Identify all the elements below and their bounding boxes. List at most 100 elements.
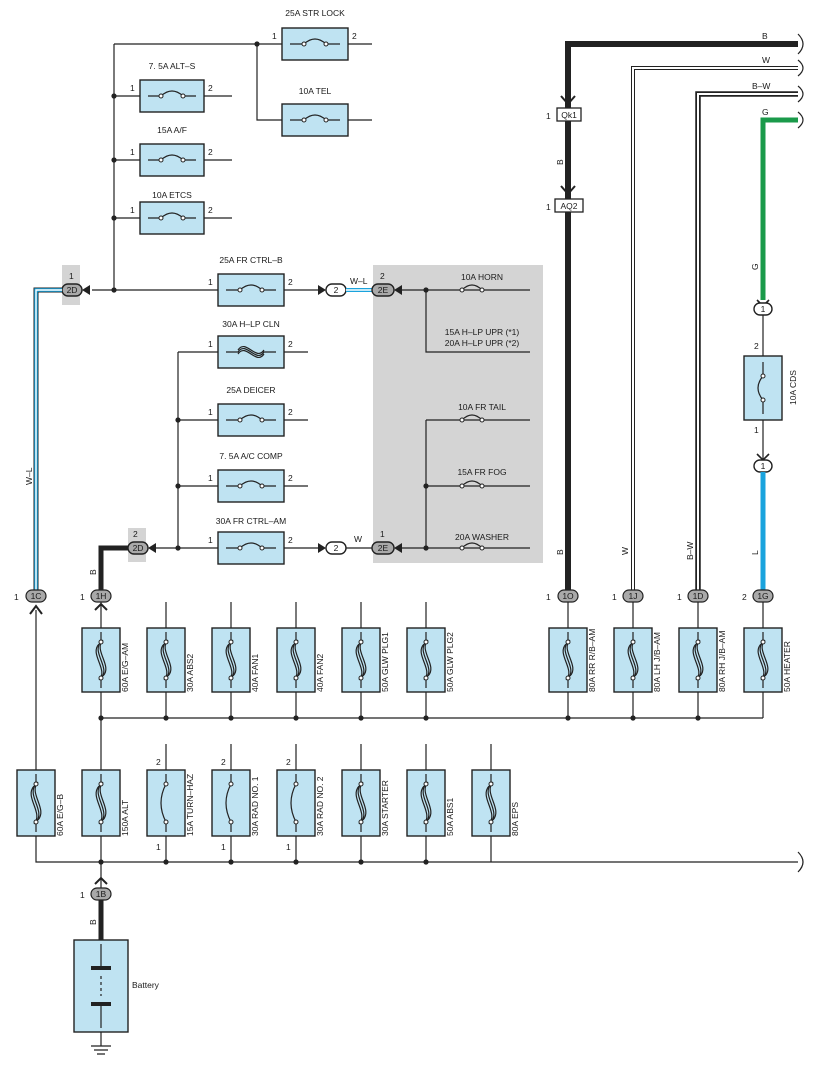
connector-label: 1H (96, 591, 107, 601)
fuse-label: 150A ALT (120, 800, 130, 836)
fuse-af: 15A A/F 1 2 (130, 125, 213, 177)
connector-label: 1O (562, 591, 574, 601)
wire-color-label: B (762, 31, 768, 41)
connector-label: 1D (693, 591, 704, 601)
fuse-etcs: 10A ETCS 1 2 (130, 190, 213, 235)
pin-label: 1 (130, 205, 135, 215)
pin-label: 2 (380, 271, 385, 281)
pin-label: 1 (208, 473, 213, 483)
fuse-row-1 (98, 602, 764, 721)
fuse-af-label: 15A A/F (157, 125, 187, 135)
vertical-fuse: 40A FAN1 (211, 627, 260, 693)
pin-label: 2 (288, 339, 293, 349)
pin-label: 1 (80, 592, 85, 602)
fuse-horn-label: 10A HORN (461, 272, 503, 282)
wire-b-1h: B (88, 545, 128, 590)
fuse-tel-label: 10A TEL (299, 86, 332, 96)
pin-label: 1 (208, 277, 213, 287)
fuse-h-lp-upr-1-label: 15A H–LP UPR (*1) (445, 327, 520, 337)
pin-label: 1 (546, 592, 551, 602)
pin-label: 1 (380, 529, 385, 539)
pin-label: 1 (221, 842, 226, 852)
fuse-ac-comp: 7. 5A A/C COMP 1 2 (208, 451, 293, 503)
wire-color-label: G (750, 263, 760, 270)
pin-label: 2 (754, 341, 759, 351)
battery-label: Battery (132, 980, 160, 990)
fuse-deicer: 25A DEICER 1 2 (208, 385, 293, 437)
wire-color-label: W (354, 534, 362, 544)
pin-label: 1 (546, 202, 551, 212)
vertical-fuse: 50A ABS1 (406, 769, 455, 837)
vertical-fuse: 50A GLW PLG2 (406, 627, 455, 693)
relay-block-fuses: 10A HORN 15A H–LP UPR (*1) 20A H–LP UPR … (402, 272, 530, 551)
pin-label: 1 (208, 407, 213, 417)
wire-color-label: L (750, 550, 760, 555)
fuse-label: 60A E/G–B (55, 794, 65, 836)
vertical-fuse: 40A FAN2 (276, 627, 325, 693)
fuse-label: 15A TURN–HAZ (185, 774, 195, 836)
pin-label: 2 (221, 757, 226, 767)
pin-label: 1 (208, 339, 213, 349)
wire-color-label: B (555, 549, 565, 555)
fuse-label: 30A ABS2 (185, 653, 195, 692)
connector-label: 2 (334, 543, 339, 553)
top-fuse-group: 25A STR LOCK 1 2 7. 5A ALT–S 1 2 10A TEL… (111, 8, 372, 290)
pin-label: 2 (208, 147, 213, 157)
fuse-label: 30A RAD NO. 2 (315, 776, 325, 836)
pin-label: 1 (80, 890, 85, 900)
connector-label: 2E (378, 543, 389, 553)
relay-block-area (373, 265, 543, 563)
vertical-fuse: 150A ALT (81, 769, 130, 837)
pin-label: 2 (286, 757, 291, 767)
wire-color-label: B–W (685, 542, 695, 560)
connector-label: 1G (757, 591, 768, 601)
fuse-label: 30A RAD NO. 1 (250, 776, 260, 836)
fuse-label: 80A RR R/B–AM (587, 629, 597, 692)
pin-label: 2 (288, 407, 293, 417)
vertical-fuse: 50A HEATER (743, 627, 792, 693)
pin-label: 1 (272, 31, 277, 41)
pin-label: 1 (754, 425, 759, 435)
pin-label: 2 (288, 473, 293, 483)
pin-label: 1 (286, 842, 291, 852)
wire-color-label: W–L (24, 467, 34, 485)
fuse-cds: 10A CDS 2 1 (743, 341, 798, 435)
wire-color-label: W–L (350, 276, 368, 286)
pin-label: 1 (14, 592, 19, 602)
pin-label: 1 (546, 111, 551, 121)
wire-color-label: B (555, 159, 565, 165)
connector-label: 1C (31, 591, 42, 601)
vertical-fuse: 30A STARTER (341, 769, 390, 837)
vertical-fuse: 80A LH J/B–AM (613, 627, 662, 693)
pin-label: 2 (156, 757, 161, 767)
wire-color-label: W (620, 547, 630, 555)
fuse-ac-comp-label: 7. 5A A/C COMP (219, 451, 283, 461)
vertical-fuse: 30A RAD NO. 2 (276, 769, 325, 837)
connector-label: 1J (629, 591, 638, 601)
fuse-label: 80A RH J/B–AM (717, 631, 727, 692)
connector-label: 2D (67, 285, 78, 295)
fuse-label: 50A GLW PLG1 (380, 632, 390, 692)
pin-label: 1 (208, 535, 213, 545)
vertical-fuse: 80A RR R/B–AM (548, 627, 597, 693)
fuse-fr-ctrl-b-label: 25A FR CTRL–B (219, 255, 283, 265)
fuse-label: 30A STARTER (380, 780, 390, 836)
fuse-label: 50A ABS1 (445, 797, 455, 836)
fuse-label: 50A HEATER (782, 641, 792, 692)
connector-2-2e-top: 2 W–L 2E 2 (318, 271, 402, 297)
connector-label: 1B (96, 889, 107, 899)
pin-label: 1 (69, 271, 74, 281)
fuse-deicer-label: 25A DEICER (226, 385, 275, 395)
connector-2d-bottom: 2D 2 (127, 529, 156, 555)
pin-label: 1 (130, 147, 135, 157)
wire-color-label: B–W (752, 81, 770, 91)
wire-color-label: B (88, 569, 98, 575)
wire-color-label: B (88, 919, 98, 925)
fuse-fr-ctrl-am-label: 30A FR CTRL–AM (216, 516, 286, 526)
vertical-fuse: 60A E/G–AM (81, 627, 130, 693)
wire-color-label: G (762, 107, 769, 117)
fuse-str-lock-label: 25A STR LOCK (285, 8, 345, 18)
pin-label: 1 (130, 83, 135, 93)
fuse-label: 50A GLW PLG2 (445, 632, 455, 692)
connector-label: AQ2 (560, 201, 577, 211)
